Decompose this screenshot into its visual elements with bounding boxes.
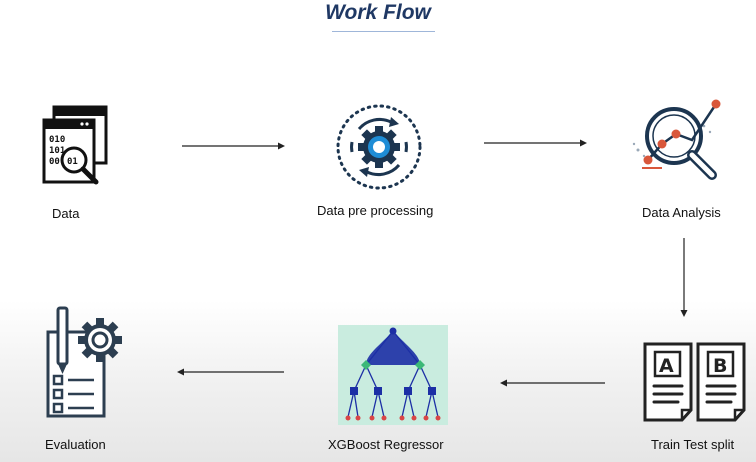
step-label-xgboost-regressor: XGBoost Regressor (328, 437, 444, 452)
step-label-data: Data (52, 206, 80, 221)
arrow-down (679, 238, 689, 318)
arrow-right (182, 141, 286, 151)
svg-text:A: A (659, 355, 674, 377)
svg-text:00: 00 (49, 157, 60, 167)
title-underline (332, 31, 435, 32)
decision-tree-icon (338, 325, 448, 425)
arrow-left (176, 367, 284, 377)
arrow-left (499, 378, 605, 388)
step-label-data-pre-processing: Data pre processing (317, 203, 434, 218)
gear-processing-icon (330, 102, 428, 192)
svg-text:B: B (713, 355, 727, 377)
svg-text:010: 010 (49, 135, 65, 145)
step-label-data-analysis: Data Analysis (642, 205, 721, 220)
documents-a-b-icon: A B (642, 340, 750, 424)
checklist-gear-icon (42, 306, 128, 422)
data-file-search-icon: 010 101 00 01 (40, 104, 110, 190)
magnifier-chart-icon (628, 98, 724, 188)
arrow-right (484, 138, 588, 148)
svg-text:01: 01 (67, 157, 78, 167)
svg-text:101: 101 (49, 146, 65, 156)
step-label-evaluation: Evaluation (45, 437, 106, 452)
page-title: Work Flow (325, 1, 431, 24)
step-label-train-test-split: Train Test split (651, 437, 735, 452)
